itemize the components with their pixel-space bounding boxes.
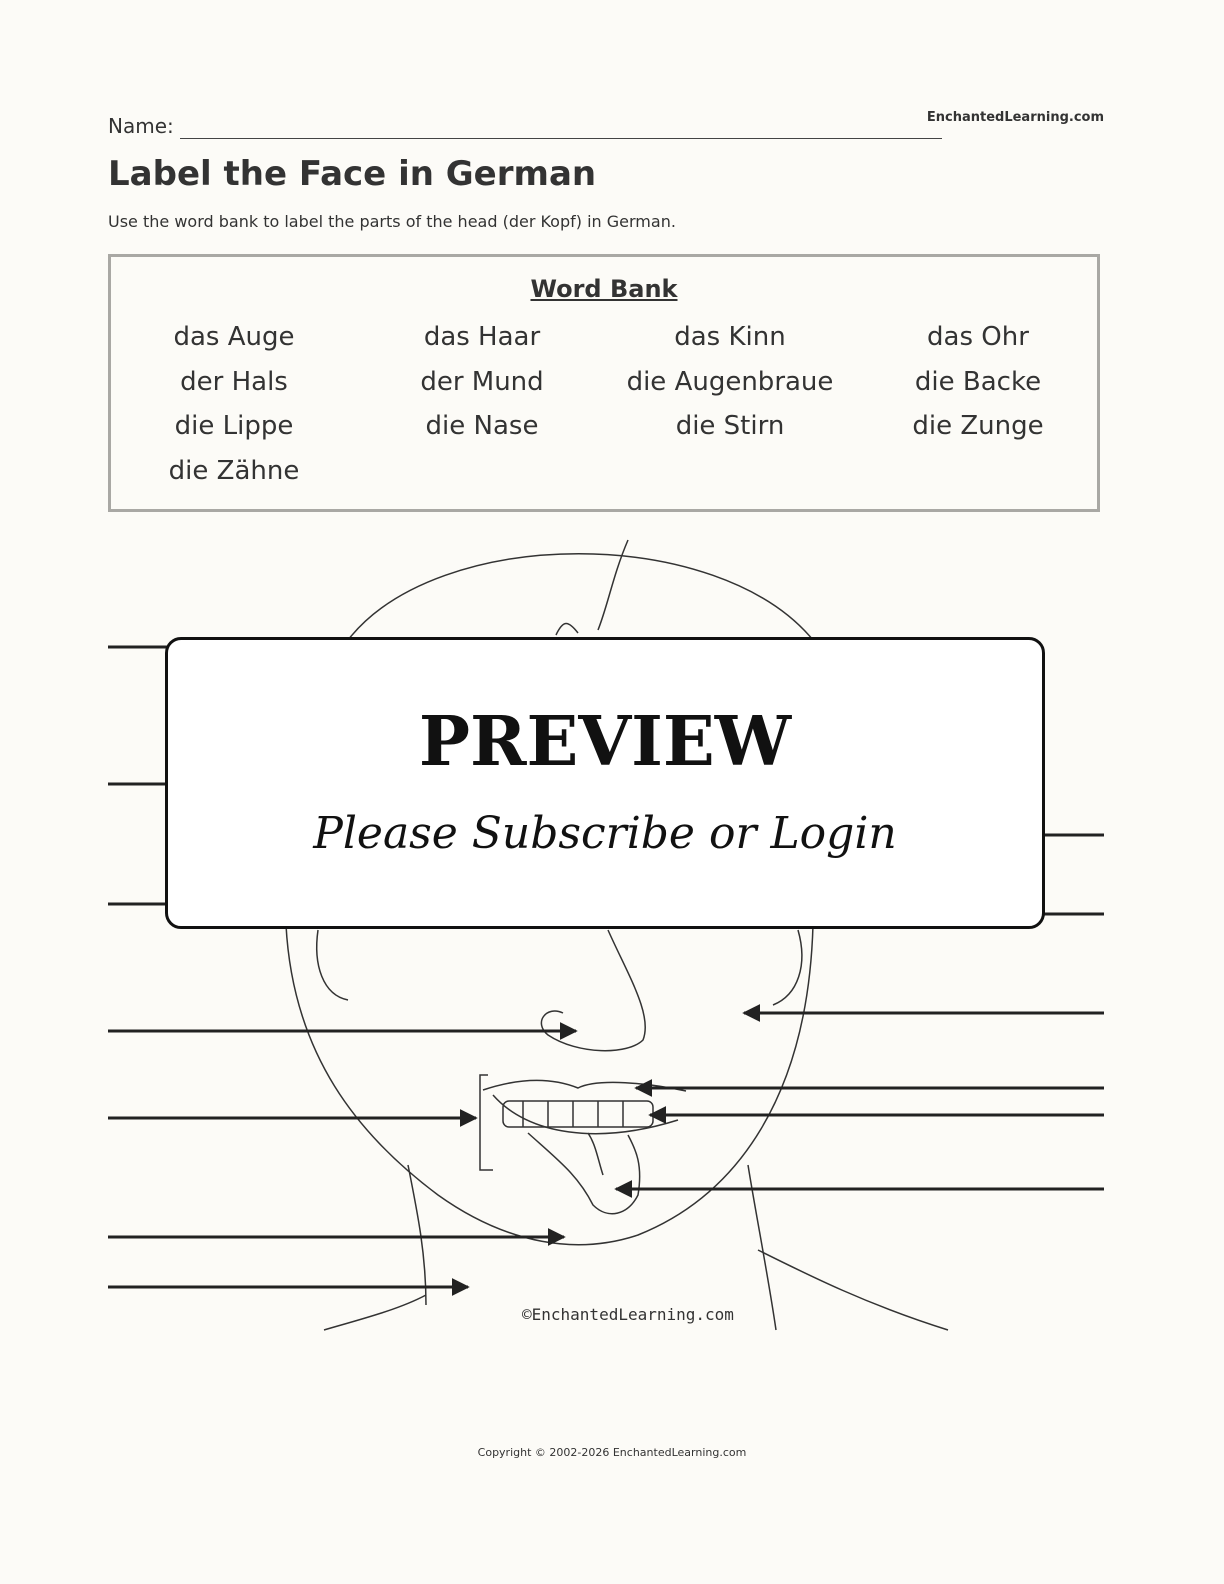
diagram-copyright: ©EnchantedLearning.com [522, 1305, 734, 1324]
word-bank-word: das Auge [173, 322, 295, 352]
word-bank-word: das Ohr [927, 322, 1029, 352]
label-lines [108, 645, 1104, 916]
label-arrows [108, 1004, 1104, 1296]
name-line [180, 138, 942, 139]
site-logo-text: EnchantedLearning.com [926, 110, 1104, 125]
word-bank-word: der Hals [180, 367, 288, 397]
preview-overlay: PREVIEW Please Subscribe or Login [165, 637, 1045, 929]
word-bank: Word Bank das Auge das Haar das Kinn das… [108, 254, 1100, 512]
word-bank-word: das Haar [423, 322, 541, 352]
footer-copyright: Copyright © 2002-2026 EnchantedLearning.… [477, 1446, 747, 1459]
word-bank-word: die Lippe [174, 411, 294, 441]
word-bank-word: die Backe [914, 367, 1042, 397]
face-diagram: ©EnchantedLearning.com [108, 539, 1104, 1331]
word-bank-word: das Kinn [674, 322, 786, 352]
preview-subscribe-text: Please Subscribe or Login [313, 808, 897, 859]
word-bank-word: der Mund [420, 367, 544, 397]
word-bank-title: Word Bank [530, 275, 678, 303]
page-title: Label the Face in German [108, 154, 597, 194]
word-bank-word: die Zähne [168, 456, 300, 486]
preview-title: PREVIEW [418, 702, 792, 782]
name-label: Name: [108, 114, 174, 138]
word-bank-word: die Nase [425, 411, 539, 441]
word-bank-word: die Stirn [675, 411, 785, 441]
name-row: Name: EnchantedLearning.com [108, 108, 1104, 140]
word-bank-word: die Zunge [912, 411, 1044, 441]
instructions: Use the word bank to label the parts of … [108, 212, 676, 231]
word-bank-word: die Augenbraue [626, 367, 834, 397]
